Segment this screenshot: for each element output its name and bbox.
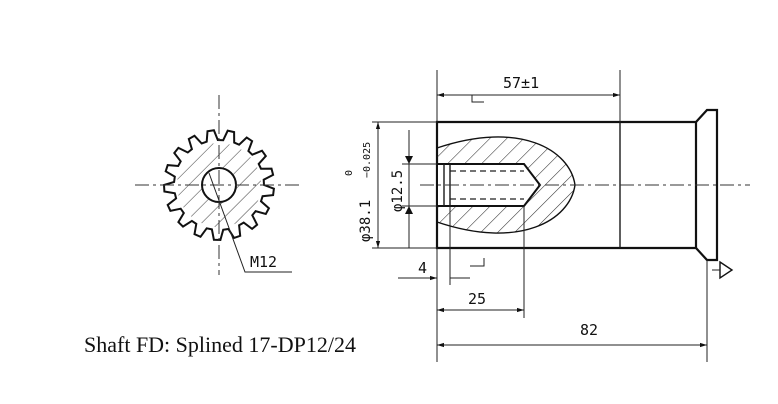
dim-57-text: 57±1: [503, 74, 539, 92]
dim-57-tick: [471, 95, 484, 103]
dim-diam-38-tol-upper: 0: [344, 170, 355, 176]
shaft-outline: [435, 108, 719, 262]
dim-diam-38-text: φ38.1: [358, 200, 374, 242]
dim-bore-arrow-top: [405, 156, 413, 164]
dim-4-text: 4: [418, 259, 427, 277]
thread-label: M12: [250, 253, 277, 271]
dimension-lines: 57±1 82 25 4 φ38.1 0 −0.025 φ12.5: [344, 70, 708, 362]
dim-4-tick: [470, 258, 485, 267]
dim-diam-38-tol-lower: −0.025: [362, 142, 373, 178]
dim-bore-arrow-bottom: [405, 206, 413, 214]
thread-leader: [208, 172, 292, 273]
spline-end-view: M12: [135, 95, 302, 275]
shaft-side-view: [420, 108, 750, 280]
dim-82-text: 82: [580, 321, 598, 339]
drawing-caption: Shaft FD: Splined 17-DP12/24: [84, 332, 356, 357]
dim-25-text: 25: [468, 290, 486, 308]
dim-bore-text: φ12.5: [390, 170, 406, 212]
datum-triangle: [719, 260, 734, 280]
